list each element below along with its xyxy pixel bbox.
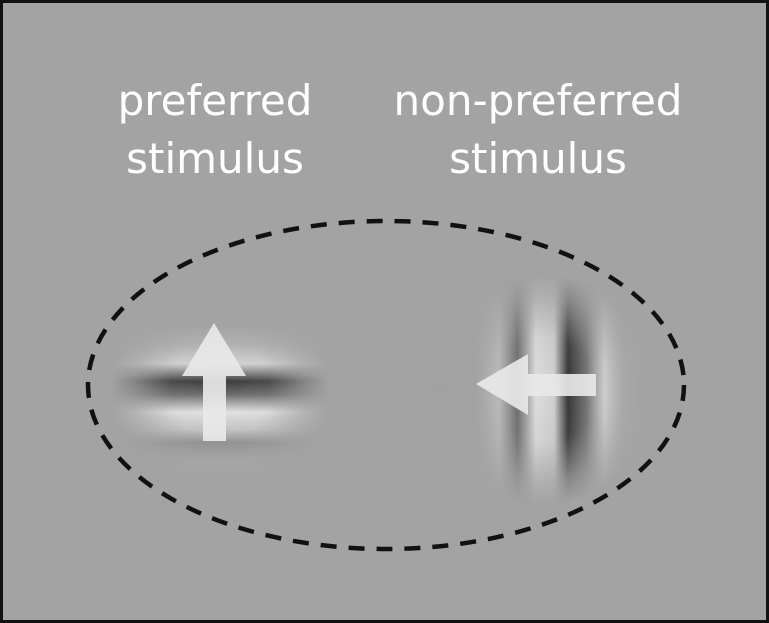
preferred-label-line2: stimulus bbox=[126, 134, 304, 183]
non-preferred-stimulus-label: non-preferred stimulus bbox=[378, 72, 698, 188]
up-arrow-icon bbox=[182, 323, 246, 441]
preferred-label-line1: preferred bbox=[117, 76, 313, 125]
left-arrow-icon bbox=[476, 354, 596, 415]
receptive-field-ellipse bbox=[85, 218, 687, 552]
non-preferred-label-line1: non-preferred bbox=[393, 76, 683, 125]
preferred-stimulus-label: preferred stimulus bbox=[95, 72, 335, 188]
non-preferred-label-line2: stimulus bbox=[449, 134, 627, 183]
